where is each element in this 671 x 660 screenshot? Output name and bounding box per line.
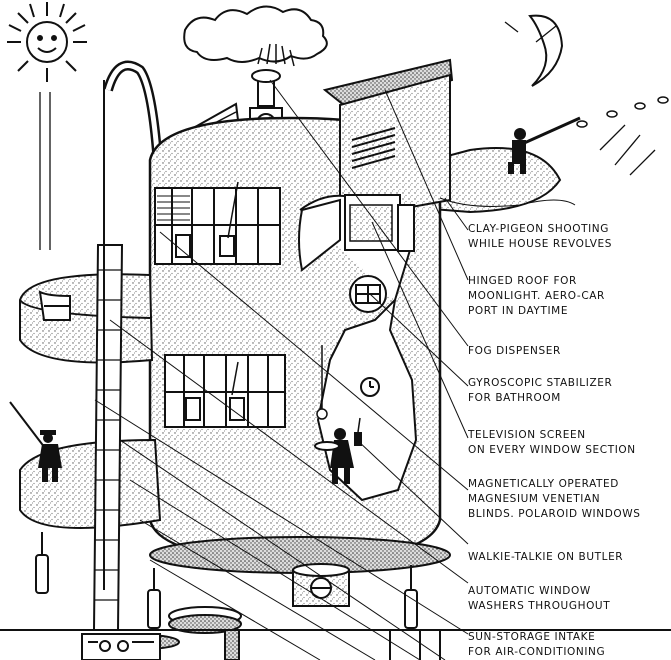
balcony-chair [40,292,70,320]
label-line: FOG DISPENSER [468,344,671,359]
label-fog-dispenser: FOG DISPENSER [468,344,671,359]
label-line: PORT IN DAYTIME [468,304,671,319]
label-line: WASHERS THROUGHOUT [468,599,671,614]
label-line: BLINDS. POLAROID WINDOWS [468,507,671,522]
label-line: CLAY-PIGEON SHOOTING [468,222,671,237]
label-line: HINGED ROOF FOR [468,274,671,289]
lower-windows [165,355,285,427]
label-line: WALKIE-TALKIE ON BUTLER [468,550,671,565]
label-line: SUN-STORAGE INTAKE [468,630,671,645]
label-television-screen: TELEVISION SCREEN ON EVERY WINDOW SECTIO… [468,428,671,458]
label-line: MAGNETICALLY OPERATED [468,477,671,492]
label-line: FOR BATHROOM [468,391,671,406]
label-clay-pigeon: CLAY-PIGEON SHOOTING WHILE HOUSE REVOLVE… [468,222,671,252]
label-line: AUTOMATIC WINDOW [468,584,671,599]
label-line: TELEVISION SCREEN [468,428,671,443]
escalator [94,80,122,630]
label-walkie-talkie: WALKIE-TALKIE ON BUTLER [468,550,671,565]
label-line: MOONLIGHT. AERO-CAR [468,289,671,304]
clay-pigeons [577,97,668,127]
label-line: FOR AIR-CONDITIONING [468,645,671,660]
label-magnetic-blinds: MAGNETICALLY OPERATED MAGNESIUM VENETIAN… [468,477,671,522]
fog-cloud [184,6,327,62]
gyroscope-icon [350,276,386,312]
label-gyroscopic-stabilizer: GYROSCOPIC STABILIZER FOR BATHROOM [468,376,671,406]
fan-unit [293,564,349,606]
foundation-machinery [82,630,440,660]
label-sun-storage: SUN-STORAGE INTAKE FOR AIR-CONDITIONING [468,630,671,660]
upper-windows [155,188,280,264]
clock-icon [361,378,379,396]
label-line: ON EVERY WINDOW SECTION [468,443,671,458]
label-line: WHILE HOUSE REVOLVES [468,237,671,252]
label-hinged-roof: HINGED ROOF FOR MOONLIGHT. AERO-CAR PORT… [468,274,671,319]
moon-icon [530,16,562,86]
label-window-washers: AUTOMATIC WINDOW WASHERS THROUGHOUT [468,584,671,614]
sun-rays [40,92,50,250]
sun-icon [7,2,87,82]
label-line: GYROSCOPIC STABILIZER [468,376,671,391]
label-line: MAGNESIUM VENETIAN [468,492,671,507]
